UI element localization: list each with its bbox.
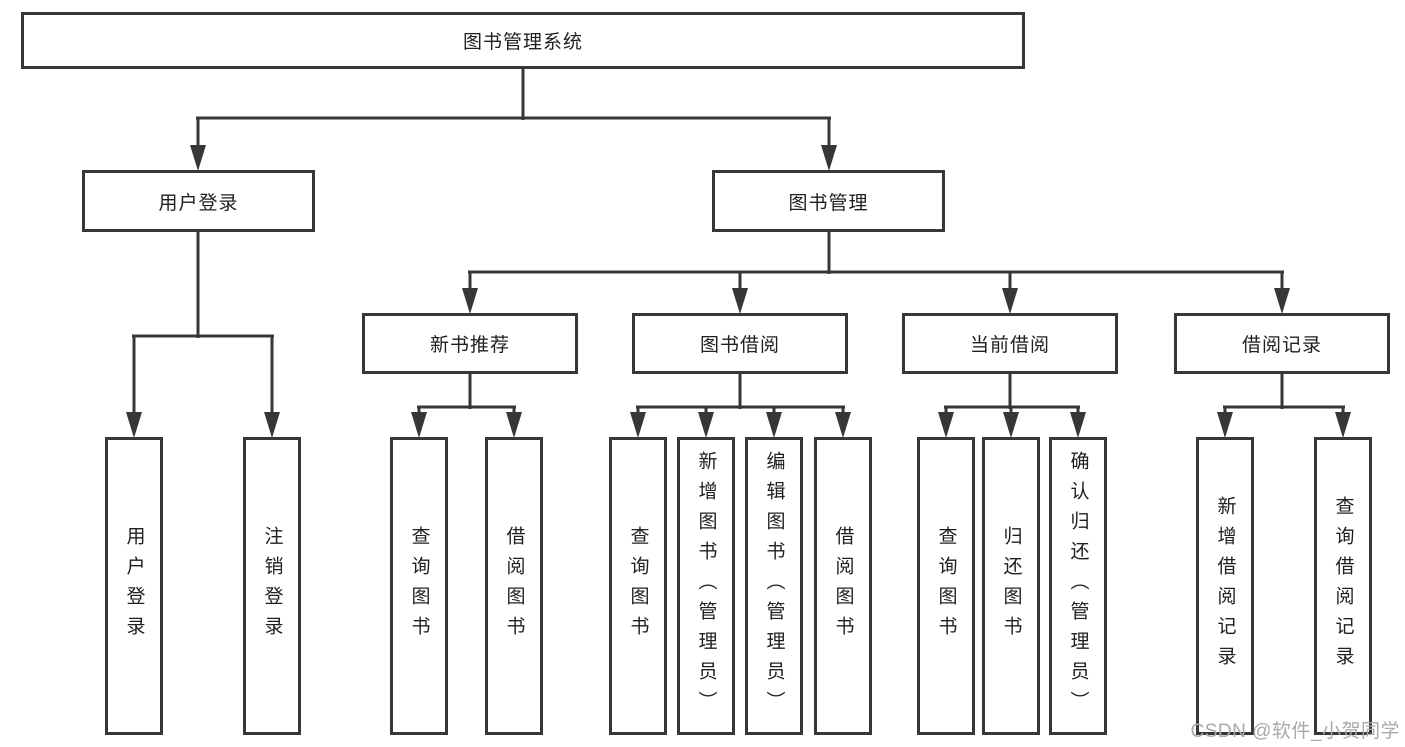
node-new-book-recommend: 新书推荐 xyxy=(362,313,578,374)
leaf-newbook-query-book: 查询图书 xyxy=(390,437,448,735)
leaf-borrow-borrow-book: 借阅图书 xyxy=(814,437,872,735)
leaf-newbook-borrow-book: 借阅图书 xyxy=(485,437,543,735)
leaf-record-add-borrow-record: 新增借阅记录 xyxy=(1196,437,1254,735)
leaf-current-confirm-return-admin: 确认归还（管理员） xyxy=(1049,437,1107,735)
leaf-borrow-add-book-admin: 新增图书（管理员） xyxy=(677,437,735,735)
leaf-borrow-edit-book-admin: 编辑图书（管理员） xyxy=(745,437,803,735)
node-user-login: 用户登录 xyxy=(82,170,315,232)
leaf-record-query-borrow-record: 查询借阅记录 xyxy=(1314,437,1372,735)
node-library-management-system: 图书管理系统 xyxy=(21,12,1025,69)
leaf-borrow-query-book: 查询图书 xyxy=(609,437,667,735)
leaf-current-query-book: 查询图书 xyxy=(917,437,975,735)
node-borrow-record: 借阅记录 xyxy=(1174,313,1390,374)
leaf-current-return-book: 归还图书 xyxy=(982,437,1040,735)
leaf-logout-login: 注销登录 xyxy=(243,437,301,735)
node-book-management: 图书管理 xyxy=(712,170,945,232)
leaf-user-login: 用户登录 xyxy=(105,437,163,735)
node-current-borrow: 当前借阅 xyxy=(902,313,1118,374)
node-book-borrow: 图书借阅 xyxy=(632,313,848,374)
csdn-watermark: CSDN @软件_小贺同学 xyxy=(1190,721,1400,742)
